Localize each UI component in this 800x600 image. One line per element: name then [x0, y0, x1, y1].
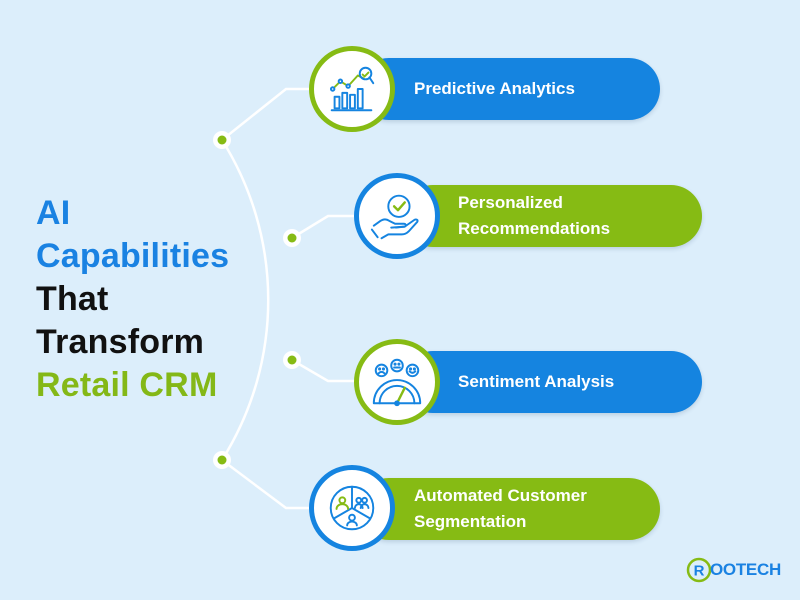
title-line-3: That	[36, 280, 109, 318]
logo-mark-icon: R	[686, 557, 712, 583]
page-title: AI Capabilities That Transform Retail CR…	[36, 192, 229, 407]
capability-label: Sentiment Analysis	[458, 372, 615, 391]
hand-checkmark-icon	[354, 173, 440, 259]
brand-logo: R OOTECH	[686, 557, 781, 583]
node-2	[283, 229, 301, 247]
title-line-4: Transform	[36, 323, 205, 361]
connector-2	[291, 214, 362, 240]
logo-text: OOTECH	[710, 560, 781, 579]
segmentation-pie-icon	[309, 465, 395, 551]
title-line-5: Retail CRM	[36, 366, 218, 404]
node-1	[213, 131, 231, 149]
node-4	[213, 451, 231, 469]
capability-personalized-recommendations: Personalized Recommendations	[402, 185, 702, 247]
connector-1	[221, 87, 320, 141]
connector-4	[221, 459, 320, 510]
capability-label: Automated Customer Segmentation	[414, 486, 587, 531]
capability-predictive-analytics: Predictive Analytics	[358, 58, 660, 120]
capability-label: Personalized Recommendations	[458, 193, 611, 238]
connector-3	[291, 358, 362, 383]
sentiment-gauge-icon	[354, 339, 440, 425]
capability-automated-customer-segmentation: Automated Customer Segmentation	[358, 478, 660, 540]
capability-sentiment-analysis: Sentiment Analysis	[402, 351, 702, 413]
title-line-1: AI	[36, 194, 71, 232]
analytics-chart-icon	[309, 46, 395, 132]
logo-mark-letter: R	[694, 563, 705, 580]
arc-line	[220, 139, 270, 461]
title-line-2: Capabilities	[36, 237, 230, 275]
node-3	[283, 351, 301, 369]
capability-label: Predictive Analytics	[414, 79, 575, 98]
